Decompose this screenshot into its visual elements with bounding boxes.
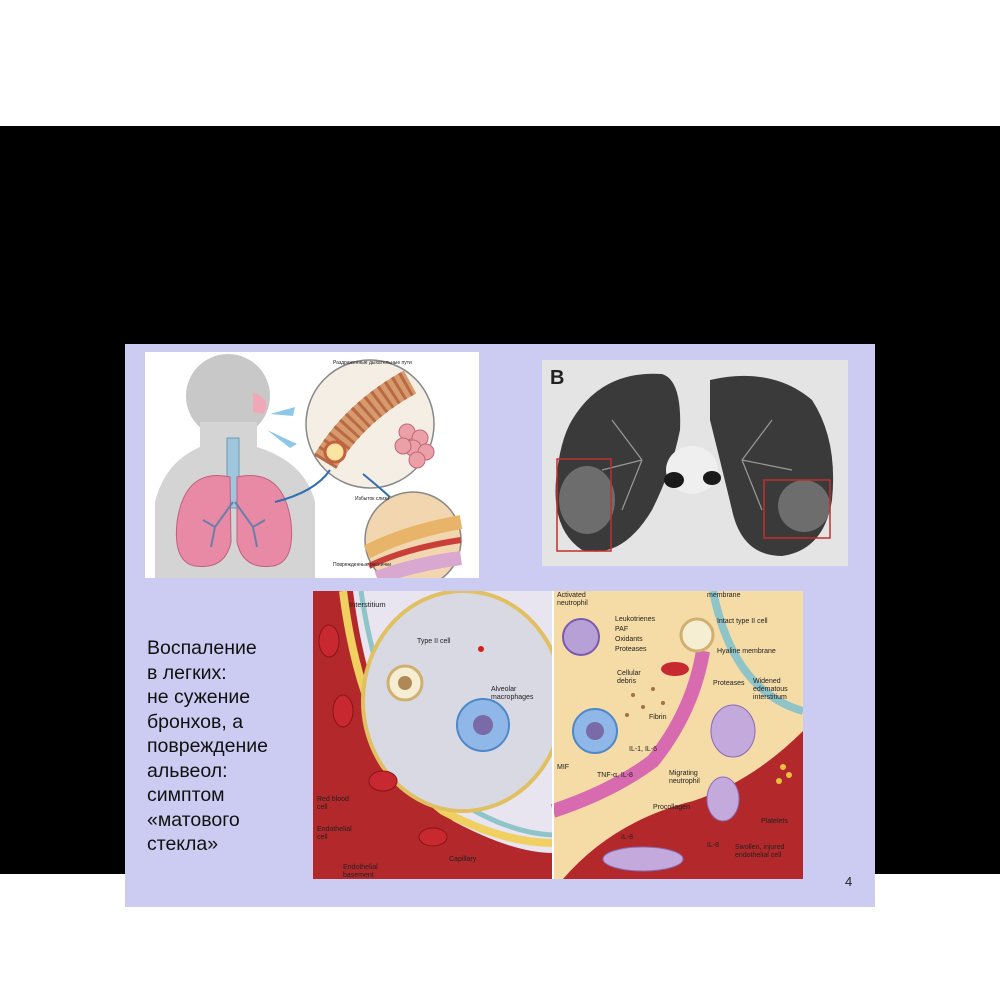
airways-label: Раздраженные дыхательные пути xyxy=(333,360,412,366)
label-il8-a: IL-8 xyxy=(621,834,633,841)
label-proteases-2: Proteases xyxy=(713,680,745,687)
label-leukotrienes: Leukotrienes xyxy=(615,616,656,623)
label-hyaline-membrane: Hyaline membrane xyxy=(717,648,776,655)
mucus-label: Избыток слизи xyxy=(355,496,389,502)
label-mif: MIF xyxy=(557,764,569,771)
slide-number: 4 xyxy=(845,874,853,889)
label-tnf-il8: TNF-α, IL-8 xyxy=(597,772,633,779)
label-membrane: membrane xyxy=(707,592,741,599)
label-capillary: Capillary xyxy=(449,856,477,863)
label-paf: PAF xyxy=(615,626,628,633)
slide-body-text: Воспаление в легких: не сужение бронхов,… xyxy=(147,637,269,855)
ct-scan-image: B xyxy=(542,360,848,566)
anatomy-illustration: Раздраженные дыхательные пути Избыток сл… xyxy=(145,352,479,578)
video-frame: Раздраженные дыхательные пути Избыток сл… xyxy=(0,126,1000,907)
label-platelets: Platelets xyxy=(761,818,788,825)
label-il8-b: IL-8 xyxy=(707,842,719,849)
ct-panel-letter: B xyxy=(550,367,564,389)
label-type2-cell: Type II cell xyxy=(417,638,451,645)
cilia-label: Поврежденные реснички xyxy=(333,562,391,568)
label-fibrin: Fibrin xyxy=(649,714,667,721)
label-intact-type2: Intact type II cell xyxy=(717,618,768,625)
label-interstitium: Interstitium xyxy=(349,600,386,609)
label-proteases-1: Proteases xyxy=(615,646,647,653)
slide: Раздраженные дыхательные пути Избыток сл… xyxy=(125,344,875,907)
label-procollagen: Procollagen xyxy=(653,804,690,811)
label-oxidants: Oxidants xyxy=(615,636,643,643)
label-il1-il6: IL-1, IL-6 xyxy=(629,746,657,753)
